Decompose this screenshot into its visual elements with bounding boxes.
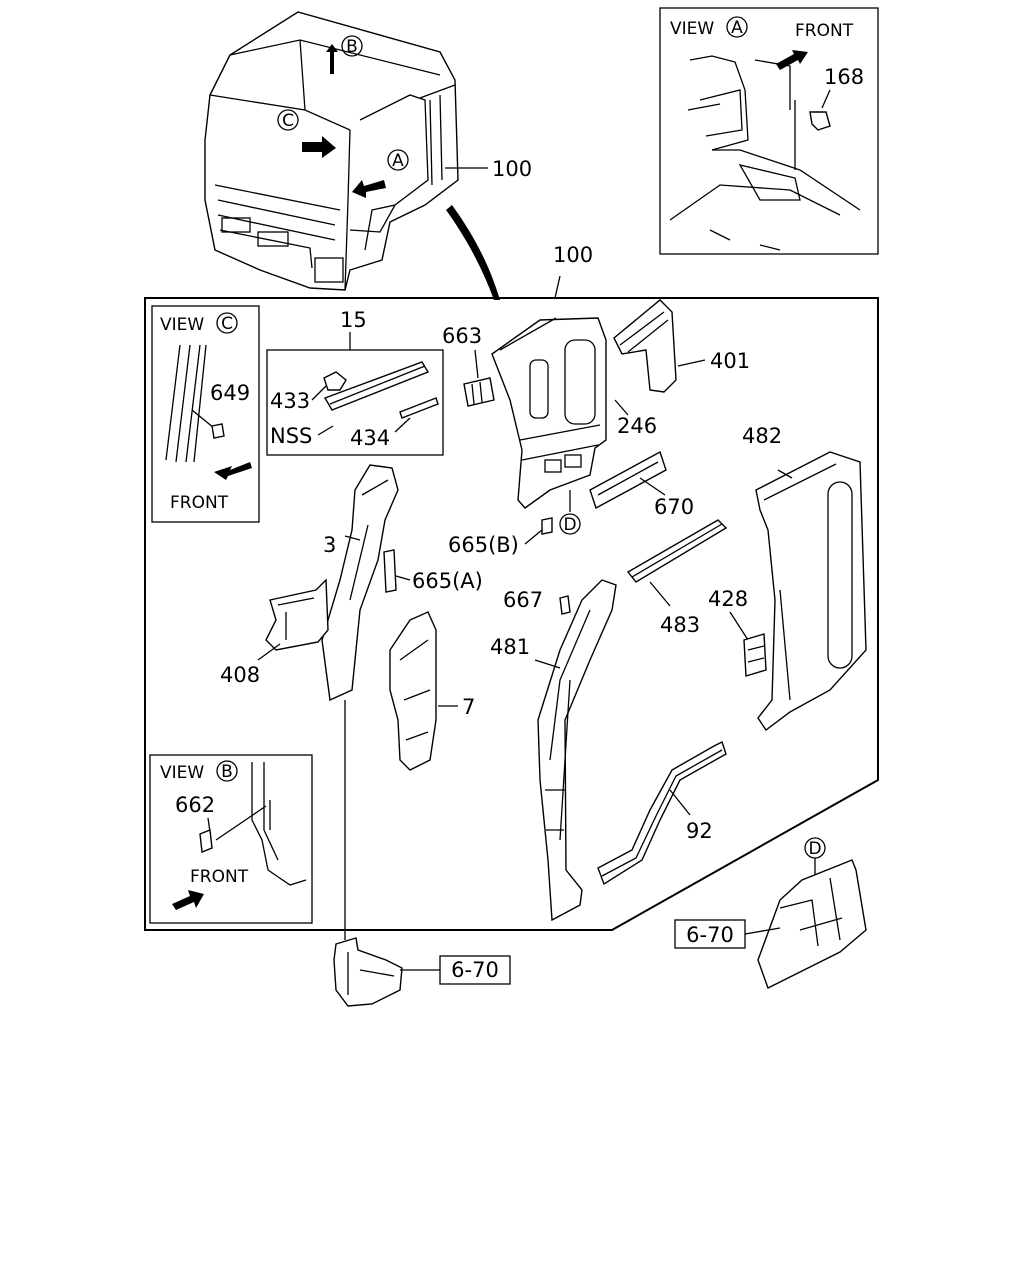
view-c-inset: VIEW C 649 FRONT: [151, 305, 260, 523]
cab-marker-a: A: [392, 151, 404, 171]
callout-7: 7: [462, 695, 475, 719]
callout-428: 428: [708, 587, 748, 611]
callout-483: 483: [660, 613, 700, 637]
part-3-pillar: 3: [321, 464, 399, 702]
part-246-back-panel: 246 D: [491, 317, 657, 535]
part-401: 401: [613, 299, 750, 393]
part-662-clip: [199, 829, 213, 853]
view-c-front-arrow-icon: [214, 462, 252, 480]
view-c-title: VIEW: [160, 315, 204, 335]
view-c-arrow-icon: [302, 136, 336, 158]
callout-3: 3: [323, 533, 336, 557]
callout-nss: NSS: [270, 424, 312, 448]
part-665b: 665(B): [448, 517, 553, 557]
callout-408: 408: [220, 663, 260, 687]
part-168-bolt: [809, 111, 831, 131]
ref-6-70-left: 6-70: [333, 700, 511, 1007]
callout-662: 662: [175, 793, 215, 817]
callout-168: 168: [824, 65, 864, 89]
callout-246: 246: [617, 414, 657, 438]
part-428: 428: [708, 587, 767, 677]
part-434-strip: [399, 397, 439, 419]
view-c-front-label: FRONT: [170, 493, 229, 513]
view-b-inset: VIEW B 662 FRONT: [149, 754, 313, 924]
part-481-pillar: 481: [490, 579, 617, 922]
part-408: 408: [220, 578, 329, 687]
detail-pointer-icon: [446, 205, 500, 300]
cab-marker-c: C: [282, 111, 294, 131]
callout-663: 663: [442, 324, 482, 348]
view-a-front-arrow-icon: [776, 50, 808, 70]
ref-6-70-right: D 6-70: [674, 837, 867, 989]
view-a-arrow-icon: [352, 180, 386, 198]
callout-665a: 665(A): [412, 569, 483, 593]
marker-d-main: D: [563, 515, 576, 535]
part-665a: 665(A): [383, 549, 483, 593]
part-483: 483: [626, 519, 728, 637]
callout-670: 670: [654, 495, 694, 519]
part-663: 663: [442, 324, 495, 407]
ref-6-70-right-label: 6-70: [686, 923, 734, 947]
view-b-front-label: FRONT: [190, 867, 249, 887]
callout-481: 481: [490, 635, 530, 659]
callout-100-box: 100: [553, 243, 593, 267]
view-b-arrow-icon: [326, 44, 338, 74]
callout-665b: 665(B): [448, 533, 519, 557]
view-a-inset: VIEW A FRONT 168: [659, 7, 879, 255]
view-b-letter: B: [221, 762, 233, 782]
callout-15: 15: [340, 308, 367, 332]
part-649-clip: [211, 423, 225, 439]
callout-100-top: 100: [492, 157, 532, 181]
marker-d-floor: D: [808, 839, 821, 859]
cab-marker-b: B: [346, 37, 358, 57]
callout-92: 92: [686, 819, 713, 843]
callout-434: 434: [350, 426, 390, 450]
part-482: 482: [742, 424, 867, 732]
part-15-inset: 15 433 NSS 434: [266, 308, 444, 456]
callout-433: 433: [270, 389, 310, 413]
view-b-front-arrow-icon: [172, 890, 204, 910]
callout-667: 667: [503, 588, 543, 612]
callout-401: 401: [710, 349, 750, 373]
part-433-nut: [323, 371, 347, 391]
callout-482: 482: [742, 424, 782, 448]
ref-6-70-left-label: 6-70: [451, 958, 499, 982]
callout-649: 649: [210, 381, 250, 405]
part-7-bracket: 7: [389, 611, 475, 771]
cab-illustration: B C A 100: [204, 11, 532, 300]
main-detail-frame: 100: [144, 243, 879, 931]
view-b-title: VIEW: [160, 763, 204, 783]
part-92: 92: [597, 741, 727, 886]
view-a-letter: A: [731, 18, 743, 38]
view-a-front-label: FRONT: [795, 21, 854, 41]
view-c-letter: C: [221, 314, 233, 334]
view-a-title: VIEW: [670, 19, 714, 39]
part-667: 667: [503, 588, 571, 615]
part-670: 670: [589, 450, 694, 519]
